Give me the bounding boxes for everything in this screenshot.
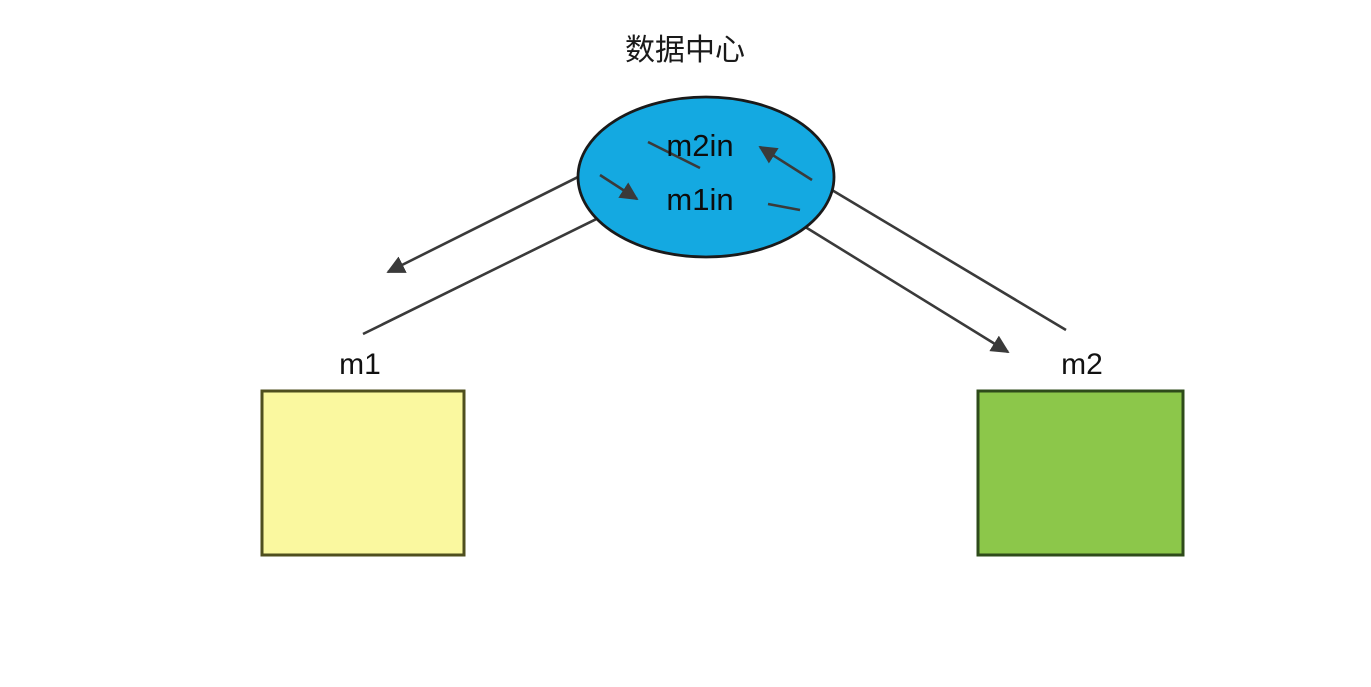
node-m1-rect[interactable]	[260, 389, 466, 557]
ellipse-label-m2in: m2in	[666, 128, 733, 163]
edge-segment-m2in-in-inner	[758, 145, 813, 182]
node-datacenter-ellipse[interactable]	[576, 95, 836, 259]
edge-segment-m1in-out-inner	[767, 202, 801, 212]
node-label-m2: m2	[1061, 348, 1103, 381]
edge-segment-m2in-inner	[647, 140, 701, 170]
node-m2-rect[interactable]	[976, 389, 1185, 557]
ellipse-label-m1in: m1in	[666, 182, 733, 217]
page-title: 数据中心	[625, 33, 745, 68]
node-label-m1: m1	[339, 348, 381, 381]
edge-datacenter-to-m2[interactable]	[767, 202, 1010, 354]
edge-segment-m1in-inner	[599, 173, 639, 201]
edge-m1-to-datacenter[interactable]	[362, 197, 639, 336]
